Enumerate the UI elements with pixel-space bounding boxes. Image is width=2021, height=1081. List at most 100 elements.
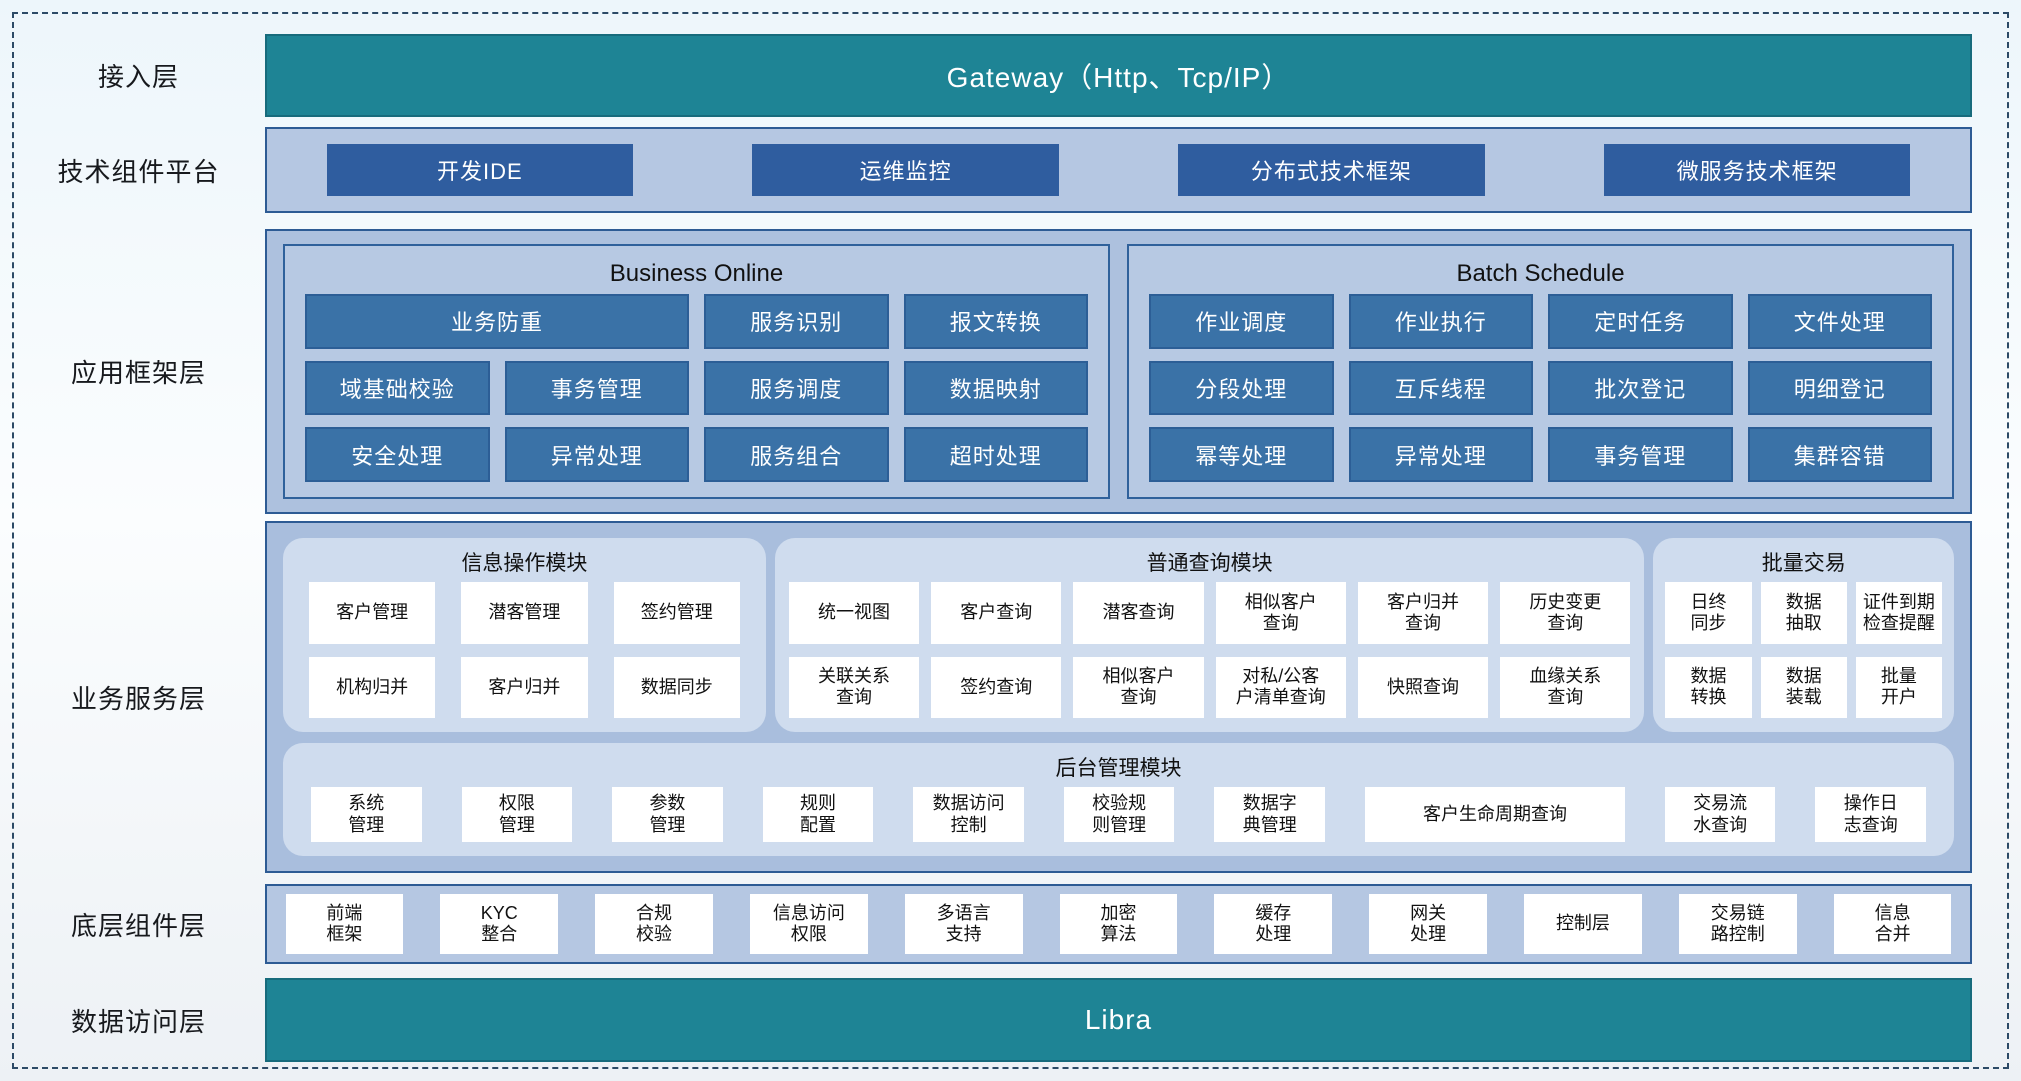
fw-item: 事务管理 bbox=[1548, 427, 1733, 482]
layer-label-tech-platform: 技术组件平台 bbox=[57, 156, 220, 187]
query-module-grid: 统一视图 客户查询 潜客查询 相似客户 查询 客户归并 查询 历史变更 查询 关… bbox=[788, 582, 1631, 718]
tech-item-ops-monitor: 运维监控 bbox=[752, 144, 1059, 196]
fw-item: 安全处理 bbox=[305, 427, 490, 482]
svc-item: 数据 转换 bbox=[1665, 656, 1752, 718]
svc-item: 历史变更 查询 bbox=[1500, 582, 1631, 644]
svc-item: 批量 开户 bbox=[1855, 656, 1942, 718]
base-item: 网关 处理 bbox=[1369, 894, 1487, 954]
fw-item: 数据映射 bbox=[903, 360, 1088, 416]
svc-item: 相似客户 查询 bbox=[1215, 582, 1346, 644]
fw-item: 域基础校验 bbox=[305, 360, 490, 416]
fw-item: 幂等处理 bbox=[1149, 427, 1334, 482]
panel-common-query-module: 普通查询模块 统一视图 客户查询 潜客查询 相似客户 查询 客户归并 查询 历史… bbox=[774, 538, 1645, 732]
base-item: 缓存 处理 bbox=[1214, 894, 1333, 954]
layer-row-access: 接入层 Gateway（Http、Tcp/IP） bbox=[12, 34, 2009, 117]
fw-item: 异常处理 bbox=[1348, 427, 1533, 482]
fw-item: 异常处理 bbox=[504, 427, 689, 482]
info-module-title: 信息操作模块 bbox=[461, 552, 588, 575]
fw-item: 定时任务 bbox=[1548, 294, 1733, 349]
tech-platform-band: 开发IDE 运维监控 分布式技术框架 微服务技术框架 bbox=[265, 127, 1972, 213]
batch-module-grid: 日终 同步 数据 抽取 证件到期 检查提醒 数据 转换 数据 装载 批量 开户 bbox=[1665, 582, 1942, 718]
svc-item: 客户管理 bbox=[309, 582, 436, 644]
fw-item: 服务组合 bbox=[704, 427, 889, 482]
svc-item: 系统 管理 bbox=[311, 787, 422, 842]
svc-item: 数据 装载 bbox=[1760, 656, 1847, 718]
fw-item: 明细登记 bbox=[1747, 360, 1932, 416]
business-online-grid: 业务防重 服务识别 报文转换 域基础校验 事务管理 服务调度 数据映射 安全处理… bbox=[305, 294, 1088, 482]
libra-bar: Libra bbox=[265, 978, 1972, 1062]
svc-item: 日终 同步 bbox=[1665, 582, 1752, 644]
svc-item: 交易流 水查询 bbox=[1664, 787, 1776, 842]
architecture-diagram: 接入层 Gateway（Http、Tcp/IP） 技术组件平台 开发IDE 运维… bbox=[12, 12, 2009, 1069]
fw-item: 业务防重 bbox=[305, 294, 689, 349]
app-framework-band: Business Online 业务防重 服务识别 报文转换 域基础校验 事务管… bbox=[265, 229, 1972, 514]
svc-item: 权限 管理 bbox=[461, 787, 573, 842]
business-service-band: 信息操作模块 客户管理 潜客管理 签约管理 机构归并 客户归并 数据同步 普通查… bbox=[265, 521, 1972, 873]
fw-item: 服务调度 bbox=[704, 360, 889, 416]
svc-item: 统一视图 bbox=[788, 582, 920, 644]
panel-business-online-title: Business Online bbox=[609, 260, 784, 287]
svc-item: 参数 管理 bbox=[612, 787, 723, 842]
svc-item: 证件到期 检查提醒 bbox=[1855, 582, 1942, 644]
fw-item: 分段处理 bbox=[1149, 360, 1334, 416]
fw-item: 事务管理 bbox=[504, 360, 689, 416]
fw-item: 报文转换 bbox=[903, 294, 1088, 349]
panel-admin-module: 后台管理模块 系统 管理 权限 管理 参数 管理 规则 配置 数据访问 控制 校… bbox=[283, 743, 1954, 856]
admin-module-row: 系统 管理 权限 管理 参数 管理 规则 配置 数据访问 控制 校验规 则管理 … bbox=[311, 787, 1927, 842]
svc-item: 潜客查询 bbox=[1073, 582, 1204, 644]
fw-item: 服务识别 bbox=[704, 294, 889, 349]
fw-item: 作业执行 bbox=[1348, 294, 1533, 349]
panel-batch-transaction: 批量交易 日终 同步 数据 抽取 证件到期 检查提醒 数据 转换 数据 装载 批… bbox=[1653, 538, 1954, 732]
svc-item: 机构归并 bbox=[309, 656, 436, 718]
base-item: KYC 整合 bbox=[440, 894, 559, 954]
base-item: 合规 校验 bbox=[595, 894, 713, 954]
svc-item: 血缘关系 查询 bbox=[1500, 656, 1631, 718]
layer-label-base-component: 底层组件层 bbox=[70, 910, 206, 941]
fw-item: 超时处理 bbox=[903, 427, 1088, 482]
info-module-grid: 客户管理 潜客管理 签约管理 机构归并 客户归并 数据同步 bbox=[309, 582, 740, 718]
layer-label-data-access: 数据访问层 bbox=[70, 1006, 206, 1037]
tech-item-distributed-framework: 分布式技术框架 bbox=[1178, 144, 1485, 196]
base-item: 加密 算法 bbox=[1059, 894, 1178, 954]
base-item: 信息访问 权限 bbox=[750, 894, 868, 954]
batch-schedule-grid: 作业调度 作业执行 定时任务 文件处理 分段处理 互斥线程 批次登记 明细登记 … bbox=[1149, 294, 1932, 482]
layer-row-tech-platform: 技术组件平台 开发IDE 运维监控 分布式技术框架 微服务技术框架 bbox=[12, 127, 2009, 213]
tech-item-microservice-framework: 微服务技术框架 bbox=[1603, 144, 1911, 196]
panel-info-operation-module: 信息操作模块 客户管理 潜客管理 签约管理 机构归并 客户归并 数据同步 bbox=[283, 538, 766, 732]
svc-item: 对私/公客 户清单查询 bbox=[1215, 656, 1346, 718]
svc-item: 操作日 志查询 bbox=[1815, 787, 1927, 842]
layer-row-app-framework: 应用框架层 Business Online 业务防重 服务识别 报文转换 域基础… bbox=[12, 229, 2009, 514]
base-item: 控制层 bbox=[1524, 894, 1642, 954]
svc-item: 潜客管理 bbox=[461, 582, 588, 644]
svc-item: 相似客户 查询 bbox=[1073, 656, 1204, 718]
batch-module-title: 批量交易 bbox=[1761, 552, 1846, 575]
admin-module-title: 后台管理模块 bbox=[1055, 757, 1182, 780]
fw-item: 文件处理 bbox=[1747, 294, 1932, 349]
svc-item: 数据同步 bbox=[613, 656, 740, 718]
base-item: 信息 合并 bbox=[1833, 894, 1952, 954]
layer-label-access: 接入层 bbox=[97, 62, 179, 92]
svc-item: 校验规 则管理 bbox=[1063, 787, 1175, 842]
svc-item: 签约查询 bbox=[931, 656, 1062, 718]
base-item: 前端 框架 bbox=[285, 894, 404, 954]
fw-item: 作业调度 bbox=[1149, 294, 1334, 349]
svc-item: 签约管理 bbox=[613, 582, 740, 644]
base-component-band: 前端 框架 KYC 整合 合规 校验 信息访问 权限 多语言 支持 加密 算法 … bbox=[265, 884, 1972, 964]
svc-item: 数据访问 控制 bbox=[913, 787, 1024, 842]
layer-row-business-service: 业务服务层 信息操作模块 客户管理 潜客管理 签约管理 机构归并 客户归并 数据… bbox=[12, 521, 2009, 873]
layer-row-data-access: 数据访问层 Libra bbox=[12, 978, 2009, 1062]
svc-item: 快照查询 bbox=[1357, 656, 1489, 718]
svc-item: 客户归并 bbox=[461, 656, 588, 718]
layer-row-base-component: 底层组件层 前端 框架 KYC 整合 合规 校验 信息访问 权限 多语言 支持 … bbox=[12, 884, 2009, 964]
fw-item: 集群容错 bbox=[1747, 427, 1932, 482]
tech-item-dev-ide: 开发IDE bbox=[326, 144, 634, 196]
service-modules-row: 信息操作模块 客户管理 潜客管理 签约管理 机构归并 客户归并 数据同步 普通查… bbox=[283, 538, 1954, 732]
svc-item-customer-lifecycle: 客户生命周期查询 bbox=[1365, 787, 1625, 842]
base-item: 交易链 路控制 bbox=[1678, 894, 1797, 954]
svc-item: 数据 抽取 bbox=[1760, 582, 1847, 644]
svc-item: 客户归并 查询 bbox=[1357, 582, 1489, 644]
panel-business-online: Business Online 业务防重 服务识别 报文转换 域基础校验 事务管… bbox=[283, 244, 1110, 499]
fw-item: 批次登记 bbox=[1548, 360, 1733, 416]
fw-item: 互斥线程 bbox=[1348, 360, 1533, 416]
svc-item: 关联关系 查询 bbox=[788, 656, 920, 718]
